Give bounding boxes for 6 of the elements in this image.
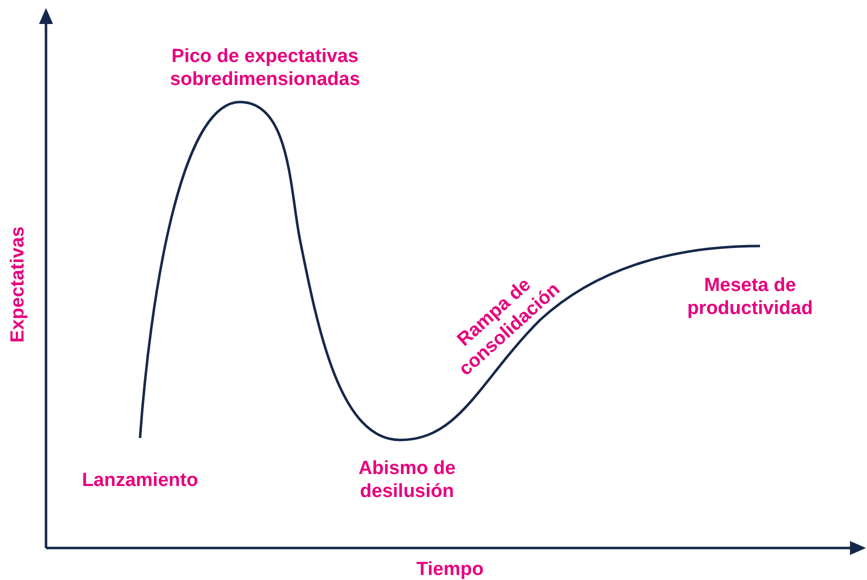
axis-label: Expectativas — [6, 225, 30, 345]
stage-label: Meseta de productividad — [686, 274, 814, 320]
stage-label: Lanzamiento — [80, 469, 200, 492]
axis-label: Tiempo — [415, 558, 485, 580]
stage-label: Abismo de desilusión — [357, 457, 457, 503]
stage-label: Pico de expectativas sobredimensionadas — [168, 45, 362, 91]
